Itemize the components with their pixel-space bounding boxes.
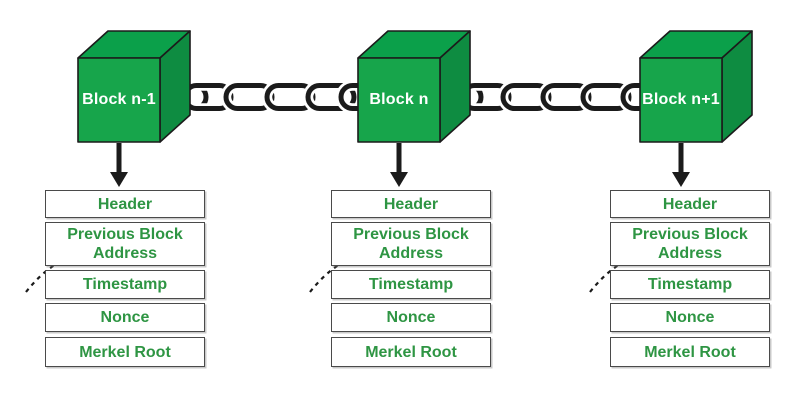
field-previous-block-address: Previous Block Address: [45, 222, 205, 266]
down-arrow: [390, 143, 408, 187]
field-merkel-root: Merkel Root: [610, 337, 770, 367]
block-cube-n+1: [639, 30, 753, 143]
field-previous-block-address: Previous Block Address: [331, 222, 491, 266]
chain-link: [540, 83, 592, 111]
field-nonce: Nonce: [45, 303, 205, 332]
chain-link: [500, 83, 552, 111]
block-cube-n-1: [77, 30, 191, 143]
field-timestamp: Timestamp: [45, 270, 205, 299]
field-header: Header: [331, 190, 491, 218]
field-nonce: Nonce: [331, 303, 491, 332]
field-nonce: Nonce: [610, 303, 770, 332]
cube-front-face: [357, 57, 441, 143]
field-header: Header: [610, 190, 770, 218]
chain-link: [580, 83, 632, 111]
field-header: Header: [45, 190, 205, 218]
field-merkel-root: Merkel Root: [331, 337, 491, 367]
cube-front-face: [639, 57, 723, 143]
chain-left: [157, 80, 393, 114]
down-arrow: [672, 143, 690, 187]
cube-front-face: [77, 57, 161, 143]
down-arrow: [110, 143, 128, 187]
chain-link: [305, 83, 357, 111]
field-timestamp: Timestamp: [610, 270, 770, 299]
block-cube-n: [357, 30, 471, 143]
field-previous-block-address: Previous Block Address: [610, 222, 770, 266]
field-timestamp: Timestamp: [331, 270, 491, 299]
field-merkel-root: Merkel Root: [45, 337, 205, 367]
